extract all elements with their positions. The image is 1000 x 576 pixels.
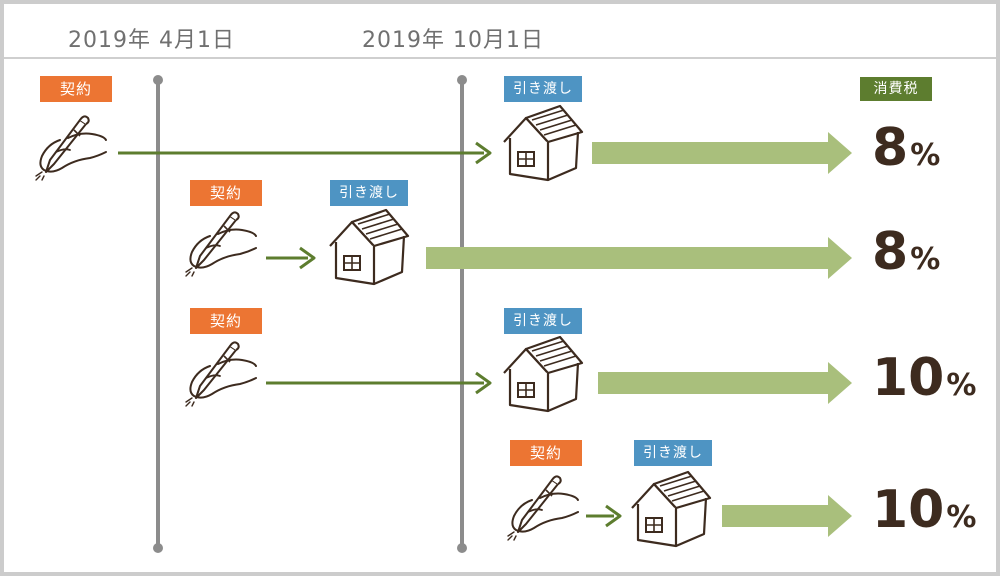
rate-value: 10: [872, 348, 945, 408]
arrow-row-4: [586, 504, 622, 528]
rate-value: 8: [872, 222, 909, 282]
result-bar-row-4: [722, 495, 852, 537]
delivery-badge: 引き渡し: [504, 308, 582, 334]
delivery-badge: 引き渡し: [330, 180, 408, 206]
rate-value: 10: [872, 480, 945, 540]
hand-writing-pen-icon: [35, 115, 107, 181]
house-icon: [328, 208, 410, 286]
result-bar-row-2: [426, 237, 852, 279]
result-bar-row-3: [598, 362, 852, 404]
tax-rate-row-2: 8%: [872, 222, 940, 282]
rate-unit: %: [946, 500, 977, 535]
result-bar-row-1: [592, 132, 852, 174]
header-divider: [4, 57, 996, 59]
arrow-row-3: [266, 371, 492, 395]
tax-rate-row-3: 10%: [872, 348, 976, 408]
contract-badge: 契約: [510, 440, 582, 466]
contract-badge: 契約: [40, 76, 112, 102]
timeline-october: [457, 75, 467, 553]
delivery-badge: 引き渡し: [504, 76, 582, 102]
hand-writing-pen-icon: [185, 341, 257, 407]
date-october: 2019年 10月1日: [362, 28, 544, 53]
tax-rate-row-4: 10%: [872, 480, 976, 540]
hand-writing-pen-icon: [185, 211, 257, 277]
tax-badge: 消費税: [860, 77, 932, 101]
timeline-april: [153, 75, 163, 553]
contract-badge: 契約: [190, 308, 262, 334]
house-icon: [502, 104, 584, 182]
hand-writing-pen-icon: [507, 475, 579, 541]
rate-unit: %: [910, 138, 941, 173]
tax-rate-row-1: 8%: [872, 118, 940, 178]
date-april: 2019年 4月1日: [68, 28, 235, 53]
rate-unit: %: [910, 242, 941, 277]
rate-unit: %: [946, 368, 977, 403]
delivery-badge: 引き渡し: [634, 440, 712, 466]
house-icon: [630, 470, 712, 548]
arrow-row-1: [118, 141, 492, 165]
arrow-row-2: [266, 246, 316, 270]
house-icon: [502, 335, 584, 413]
rate-value: 8: [872, 118, 909, 178]
contract-badge: 契約: [190, 180, 262, 206]
